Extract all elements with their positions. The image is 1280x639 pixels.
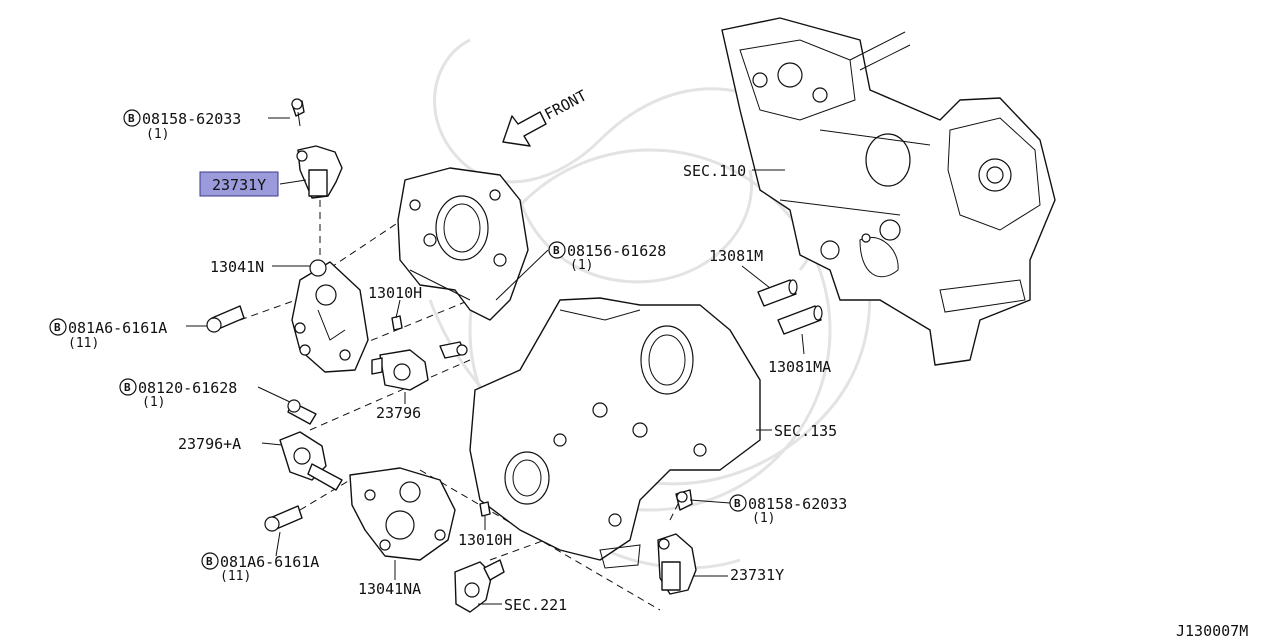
leader-lines [186,117,805,605]
bolt-marker: B [54,321,61,334]
part-number-sensor-top: 23731Y [212,176,266,194]
callout-sec-221[interactable]: SEC.221 [504,596,567,614]
bolt-marker: B [206,555,213,568]
callout-dowel-ma[interactable]: 13081MA [768,358,831,376]
part-number-bolt-left: 081A6-6161A [68,319,167,337]
part-number-solenoid-a: 23796+A [178,435,241,453]
callout-solenoid-a[interactable]: 23796+A [178,435,241,453]
bolt-left [206,305,245,333]
part-number-bolt-top: 08158-62033 [142,110,241,128]
gaskets [391,315,491,517]
callout-bolt-left[interactable]: B 081A6-6161A (11) [49,318,167,351]
highlight-box-23731y [199,171,279,197]
oil-control-solenoid-23796a [279,431,343,491]
callout-sensor-bottom[interactable]: 23731Y [730,566,784,584]
callout-dowel-m[interactable]: 13081M [709,247,763,265]
callout-sensor-top[interactable]: 23731Y [212,176,266,194]
dowel-pins [757,279,823,335]
cam-sensor-bottom [657,489,697,595]
callout-bolt-center[interactable]: B 08156-61628 (1) [548,241,666,273]
cover-13041n [291,259,369,373]
cover-13041na [349,467,456,561]
part-number-dowel-m: 13081M [709,247,763,265]
callout-sec-110[interactable]: SEC.110 [683,162,746,180]
front-cover-upper [397,167,529,321]
section-ref-110: SEC.110 [683,162,746,180]
oil-control-solenoid-23796 [371,341,468,391]
part-number-cover-n: 13041N [210,258,264,276]
quantity-bolt-center: (1) [570,258,593,273]
front-cover-lower [469,297,761,569]
part-number-bolt-mid: 08120-61628 [138,379,237,397]
bolt-08120 [287,399,317,425]
part-number-gasket-h-bottom: 13010H [458,531,512,549]
callout-bolt-mid[interactable]: B 08120-61628 (1) [119,378,237,410]
part-number-solenoid: 23796 [376,404,421,422]
quantity-bolt-left: (11) [68,336,99,351]
part-number-bolt-bottom-left: 081A6-6161A [220,553,319,571]
bolt-marker: B [128,112,135,125]
crank-sensor-sec221 [454,559,505,613]
cam-sensor-top [291,98,343,199]
part-number-dowel-ma: 13081MA [768,358,831,376]
part-number-gasket-h-top: 13010H [368,284,422,302]
callout-bolt-top[interactable]: B 08158-62033 (1) [123,109,241,142]
bolt-marker: B [734,497,741,510]
quantity-bolt-top: (1) [146,127,169,142]
quantity-bolt-mid: (1) [142,395,165,410]
section-ref-135: SEC.135 [774,422,837,440]
quantity-bolt-bottom-left: (11) [220,569,251,584]
part-number-bolt-bottom-right: 08158-62033 [748,495,847,513]
callout-bolt-bottom-right[interactable]: B 08158-62033 (1) [729,494,847,526]
part-number-sensor-bottom: 23731Y [730,566,784,584]
diagram-code: J130007M [1176,622,1248,639]
front-arrow: FRONT [502,86,590,147]
callout-sec-135[interactable]: SEC.135 [774,422,837,440]
part-number-bolt-center: 08156-61628 [567,242,666,260]
part-number-cover-na: 13041NA [358,580,421,598]
bolt-marker: B [553,244,560,257]
callout-bolt-bottom-left[interactable]: B 081A6-6161A (11) [201,552,319,584]
section-ref-221: SEC.221 [504,596,567,614]
quantity-bolt-bottom-right: (1) [752,511,775,526]
callout-gasket-h-bottom[interactable]: 13010H [458,531,512,549]
bolt-bottom-left [264,505,303,532]
callout-solenoid[interactable]: 23796 [376,404,421,422]
callout-cover-n[interactable]: 13041N [210,258,264,276]
front-label: FRONT [541,86,589,123]
callout-gasket-h-top[interactable]: 13010H [368,284,422,302]
bolt-marker: B [124,381,131,394]
engine-block [721,17,1056,366]
callout-cover-na[interactable]: 13041NA [358,580,421,598]
